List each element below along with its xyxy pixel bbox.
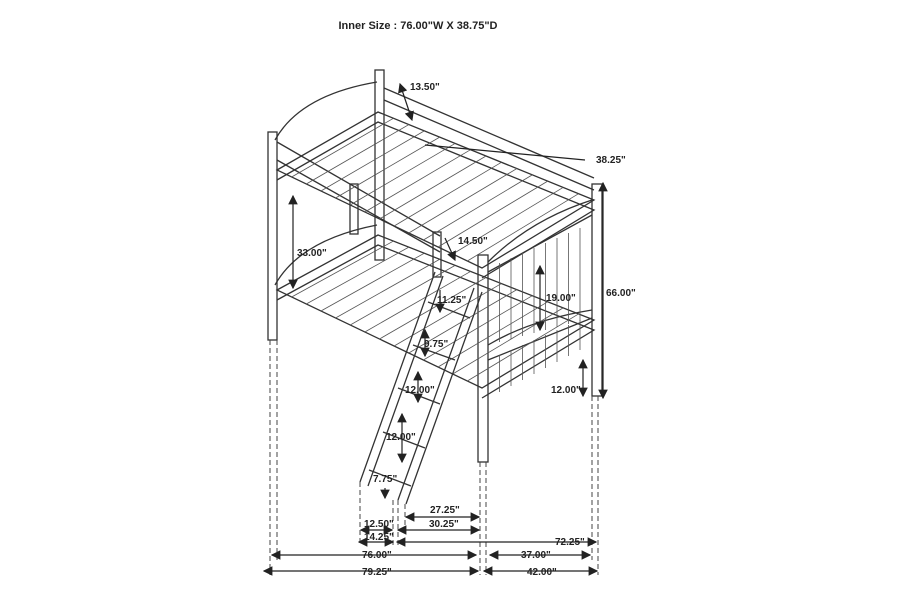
lower-slat	[423, 295, 533, 361]
label-ladder-to-end: 27.25"	[430, 505, 460, 516]
top-deck	[275, 111, 596, 269]
label-inner-width: 38.25"	[596, 155, 626, 166]
dimension-labels: 13.50" 38.25" 14.50" 33.00" 11.25" 19.00…	[297, 82, 636, 578]
label-overall-length: 79.25"	[362, 567, 392, 578]
lower-slat	[467, 313, 579, 382]
lower-slat	[350, 265, 456, 326]
slats	[291, 117, 581, 392]
lower-slat	[320, 252, 425, 312]
back-rail	[383, 87, 595, 191]
lower-slat	[335, 258, 440, 319]
label-guardrail: 14.50"	[458, 236, 488, 247]
top-slat	[437, 180, 548, 248]
label-ladder-offset: 30.25"	[429, 519, 459, 530]
top-slat	[452, 187, 564, 255]
lower-slat	[393, 283, 502, 347]
leader-inner-width	[424, 144, 586, 161]
label-rail-gap: 13.50"	[410, 82, 440, 93]
lower-deck-edge	[276, 244, 596, 399]
lower-slat	[437, 301, 548, 368]
dashed-extension-lines	[269, 340, 599, 575]
back-left-post	[374, 69, 385, 261]
dimension-arrows	[262, 82, 608, 576]
label-footboard-height: 19.00"	[546, 293, 576, 304]
label-top-bunk-clearance: 33.00"	[297, 248, 327, 259]
label-inner-depth: 37.00"	[521, 550, 551, 561]
diagram-title: Inner Size : 76.00"W X 38.75"D	[338, 20, 498, 32]
top-slat	[320, 130, 425, 192]
top-slat	[408, 168, 518, 234]
guardrail-post	[432, 231, 442, 278]
top-slat	[379, 155, 487, 220]
lower-deck	[275, 234, 596, 389]
front-left-post	[267, 131, 278, 341]
arrow-guardrail	[444, 237, 456, 262]
label-ladder-top-step: 11.25"	[437, 295, 466, 306]
lower-slat	[291, 240, 394, 298]
label-inner-length: 76.00"	[362, 550, 392, 561]
ladder	[359, 271, 483, 505]
label-ladder-total: 72.25"	[555, 537, 585, 548]
back-right-post	[591, 183, 603, 397]
label-ladder-depth: 12.50"	[364, 519, 394, 530]
footboard	[487, 199, 593, 361]
top-slat	[467, 193, 579, 262]
top-slat	[393, 161, 502, 227]
top-slat	[423, 174, 533, 241]
extension-lines	[269, 340, 599, 575]
top-slat	[335, 136, 440, 199]
guardrail-post	[349, 183, 359, 235]
label-floor-clearance: 12.00"	[551, 385, 581, 396]
top-slat	[350, 143, 456, 206]
label-ladder-base: 14.25"	[364, 532, 394, 543]
bed-frame	[267, 69, 603, 505]
label-overall-height: 66.00"	[606, 288, 636, 299]
upper-headboard-arch	[274, 81, 378, 141]
top-slat	[291, 117, 394, 178]
lower-slat	[379, 277, 487, 340]
label-overall-depth: 42.00"	[527, 567, 557, 578]
top-slat	[306, 124, 410, 185]
lower-headboard-arch	[274, 224, 378, 286]
label-ladder-step-3: 12.00"	[405, 385, 435, 396]
lower-slat	[306, 246, 410, 305]
arrow-rail-gap	[398, 82, 414, 122]
label-ladder-bottom: 7.75"	[373, 474, 397, 485]
lower-slat	[364, 271, 471, 333]
label-ladder-step-4: 12.00"	[386, 432, 416, 443]
top-slat	[364, 149, 471, 213]
label-ladder-step-2: 9.75"	[424, 339, 448, 350]
